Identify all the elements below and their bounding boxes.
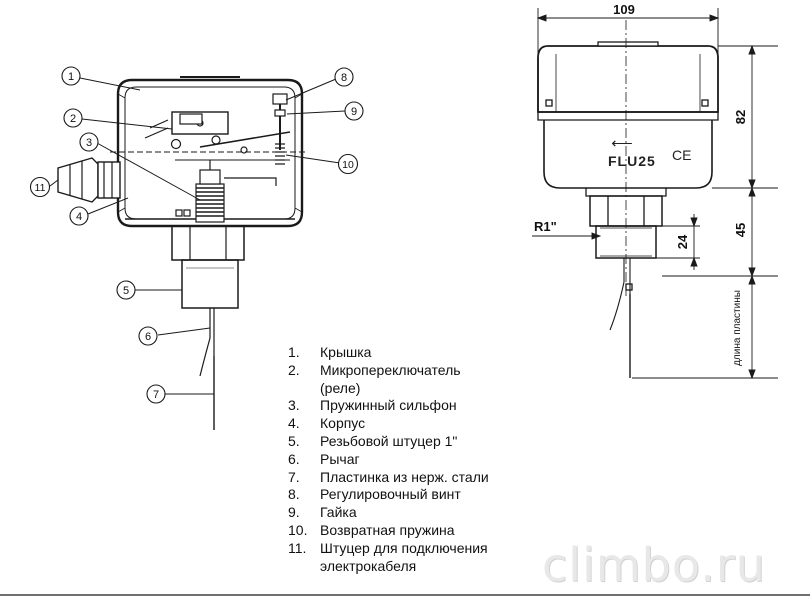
callout-10: 10 [337,153,359,175]
dim-height-bottom: 45 [733,223,748,237]
threaded-fitting [181,259,239,309]
dim-thread: R1" [534,219,557,234]
legend-item: 2.Микропереключатель (реле) [288,361,461,396]
device-label: ⟵ FLU25 CE [608,135,691,169]
svg-text:2: 2 [70,113,76,125]
callout-6: 6 [138,326,158,346]
svg-text:7: 7 [153,389,159,401]
dim-height-top: 82 [733,110,748,124]
svg-text:11: 11 [35,182,46,194]
callout-3: 3 [79,132,99,152]
external-view [537,41,719,378]
svg-text:4: 4 [76,211,82,223]
dimension-labels: 109 82 45 24 R1" длина пластины [534,2,748,366]
cover-outline [116,78,304,228]
svg-text:5: 5 [123,285,129,297]
callout-1: 1 [61,66,81,86]
leader-lines [49,77,346,395]
watermark: climbo.ru [542,538,766,592]
housing-body [543,120,713,189]
svg-text:10: 10 [342,159,354,171]
housing-outline [537,45,719,113]
legend-item: 10.Возвратная пружина [288,521,455,538]
hex-nut [171,225,245,261]
svg-text:6: 6 [145,331,151,343]
dim-width: 109 [613,2,635,17]
legend-item: 6.Рычаг [288,450,360,467]
legend-item: 5.Резьбовой штуцер 1" [288,432,458,449]
legend-item: 11.Штуцер для подключения электрокабеля [288,539,488,574]
adjust-screw [272,93,288,105]
return-spring [275,143,285,165]
callout-11: 11 [29,176,51,198]
callout-9: 9 [344,101,364,121]
callout-7: 7 [146,384,166,404]
legend-item: 4.Корпус [288,415,366,432]
callouts: 1 2 3 4 5 6 7 8 9 10 11 [29,66,364,404]
callout-2: 2 [63,108,83,128]
dim-thread-len: 24 [675,234,690,249]
cutaway-view [57,76,308,430]
svg-text:9: 9 [351,106,357,118]
callout-4: 4 [69,206,89,226]
parts-legend: 1.Крышка 2.Микропереключатель (реле) 3.П… [288,344,489,575]
svg-text:⟵: ⟵ [611,135,633,152]
legend-item: 3.Пружинный сильфон [288,397,457,414]
svg-text:1: 1 [68,71,74,83]
svg-text:3: 3 [86,137,92,149]
svg-text:8: 8 [341,72,347,84]
callout-8: 8 [334,67,354,87]
legend-item: 9.Гайка [288,504,357,521]
cable-gland [57,157,121,203]
legend-item: 8.Регулировочный винт [288,486,461,503]
dim-plate-length: длина пластины [732,290,743,366]
svg-text:CE: CE [672,147,691,163]
svg-text:FLU25: FLU25 [608,153,656,169]
legend-item: 1.Крышка [288,344,372,360]
legend-item: 7.Пластинка из нерж. стали [288,468,489,485]
dimensions [532,8,778,380]
callout-5: 5 [116,280,136,300]
